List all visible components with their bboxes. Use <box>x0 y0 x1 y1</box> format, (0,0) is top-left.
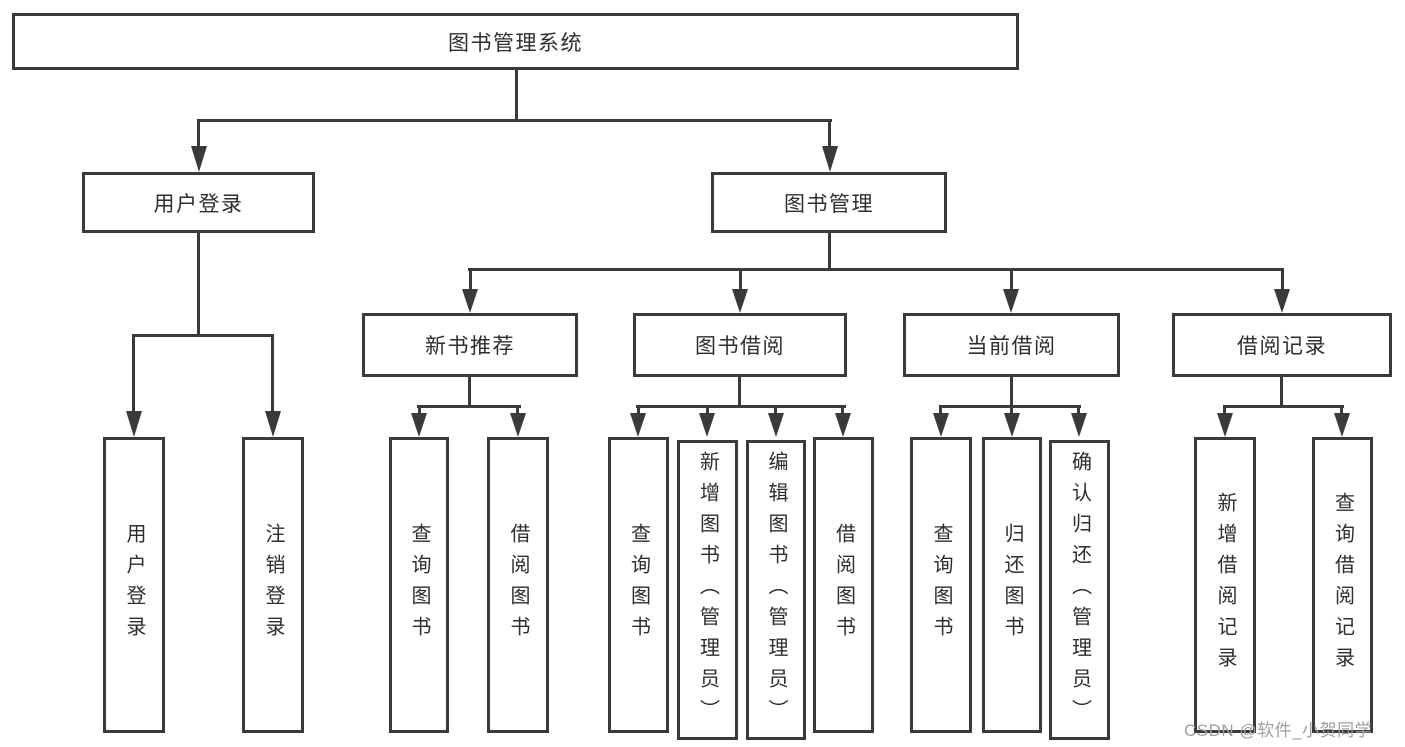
connector-borrow-record-drop-2 <box>1340 405 1343 414</box>
node-new-book-recommend-label: 新书推荐 <box>425 335 515 358</box>
arrowhead-leaf-user-login <box>126 411 142 437</box>
connector-new-book-stem <box>468 377 471 408</box>
leaf-logout: 注销登录 <box>242 437 304 733</box>
connector-current-borrow-drop-3 <box>1077 405 1080 414</box>
leaf-user-login-label: 用户登录 <box>123 523 145 647</box>
connector-book-borrow-drop-2 <box>706 405 709 414</box>
leaf-borrow-books-borrowing-label: 借阅图书 <box>832 523 855 647</box>
leaf-edit-book-admin: 编辑图书（管理员） <box>746 440 806 740</box>
leaf-query-books-new-book-label: 查询图书 <box>408 523 430 647</box>
arrowhead-add-book-admin <box>699 413 715 437</box>
arrowhead-query-books-new-book <box>411 413 427 437</box>
connector-root-stem <box>515 70 518 120</box>
connector-book-mgmt-bar <box>468 268 1284 271</box>
connector-borrow-record-stem <box>1280 377 1283 408</box>
leaf-confirm-return-admin-label: 确认归还（管理员） <box>1068 450 1091 730</box>
connector-book-borrow-bar <box>636 405 846 408</box>
leaf-logout-label: 注销登录 <box>262 523 284 647</box>
connector-user-login-bar <box>132 334 274 337</box>
leaf-return-book: 归还图书 <box>982 437 1042 733</box>
arrowhead-return-book <box>1004 413 1020 437</box>
arrowhead-query-books-borrowing <box>630 413 646 437</box>
node-current-borrowing-label: 当前借阅 <box>966 335 1057 358</box>
node-book-borrowing-label: 图书借阅 <box>695 335 785 358</box>
connector-new-book-bar <box>417 405 521 408</box>
leaf-query-books-current-label: 查询图书 <box>930 523 952 647</box>
connector-new-book-drop-1 <box>418 405 421 414</box>
arrowhead-query-borrow-record <box>1334 413 1350 437</box>
leaf-query-books-current: 查询图书 <box>910 437 972 733</box>
leaf-query-books-borrowing: 查询图书 <box>608 437 669 733</box>
leaf-query-borrow-record-label: 查询借阅记录 <box>1331 492 1354 678</box>
arrowhead-book-management <box>822 146 838 172</box>
arrowhead-borrow-books-new-book <box>510 413 526 437</box>
arrowhead-add-borrow-record <box>1217 413 1233 437</box>
leaf-query-books-new-book: 查询图书 <box>389 437 449 733</box>
arrowhead-book-borrowing <box>732 289 748 313</box>
connector-root-bar <box>197 119 832 122</box>
arrowhead-borrow-books-borrowing <box>835 413 851 437</box>
connector-user-login-drop-2 <box>271 334 274 411</box>
connector-current-borrow-drop-1 <box>939 405 942 414</box>
connector-current-borrow-drop-2 <box>1010 405 1013 414</box>
connector-book-mgmt-drop-3 <box>1010 268 1013 289</box>
node-new-book-recommend: 新书推荐 <box>362 313 578 377</box>
arrowhead-borrowing-records <box>1274 289 1290 313</box>
connector-book-mgmt-drop-1 <box>469 268 472 289</box>
node-book-management-label: 图书管理 <box>784 192 874 216</box>
connector-user-login-stem <box>197 233 200 336</box>
connector-root-drop-left <box>197 119 200 146</box>
connector-book-borrow-stem <box>738 377 741 408</box>
connector-borrow-record-bar <box>1223 405 1344 408</box>
connector-borrow-record-drop-1 <box>1223 405 1226 414</box>
leaf-query-books-borrowing-label: 查询图书 <box>627 523 650 647</box>
leaf-query-borrow-record: 查询借阅记录 <box>1312 437 1373 733</box>
leaf-user-login: 用户登录 <box>103 437 165 733</box>
node-user-login-label: 用户登录 <box>153 192 244 216</box>
node-borrowing-records: 借阅记录 <box>1172 313 1392 377</box>
node-root-label: 图书管理系统 <box>448 31 583 55</box>
connector-book-mgmt-stem <box>828 233 831 271</box>
arrowhead-user-login <box>191 146 207 172</box>
arrowhead-edit-book-admin <box>768 413 784 437</box>
connector-book-mgmt-drop-4 <box>1281 268 1284 289</box>
arrowhead-leaf-logout <box>265 411 281 437</box>
connector-book-borrow-drop-3 <box>774 405 777 414</box>
connector-new-book-drop-2 <box>516 405 519 414</box>
node-book-management: 图书管理 <box>711 172 947 233</box>
node-current-borrowing: 当前借阅 <box>903 313 1120 377</box>
arrowhead-confirm-return-admin <box>1071 413 1087 437</box>
connector-user-login-drop-1 <box>132 334 135 411</box>
leaf-edit-book-admin-label: 编辑图书（管理员） <box>765 450 787 730</box>
node-root: 图书管理系统 <box>12 13 1019 70</box>
leaf-borrow-books-new-book-label: 借阅图书 <box>507 523 529 647</box>
arrowhead-query-books-current <box>933 413 949 437</box>
arrowhead-new-book-recommend <box>462 289 478 313</box>
leaf-confirm-return-admin: 确认归还（管理员） <box>1049 440 1110 740</box>
node-book-borrowing: 图书借阅 <box>633 313 847 377</box>
node-borrowing-records-label: 借阅记录 <box>1237 335 1327 358</box>
connector-book-borrow-drop-4 <box>841 405 844 414</box>
leaf-return-book-label: 归还图书 <box>1001 523 1023 647</box>
connector-root-drop-right <box>828 119 831 146</box>
leaf-borrow-books-borrowing: 借阅图书 <box>813 437 874 733</box>
leaf-add-borrow-record-label: 新增借阅记录 <box>1214 492 1236 678</box>
connector-current-borrow-stem <box>1010 377 1013 408</box>
connector-book-mgmt-drop-2 <box>739 268 742 289</box>
leaf-borrow-books-new-book: 借阅图书 <box>487 437 549 733</box>
node-user-login: 用户登录 <box>82 172 315 233</box>
connector-book-borrow-drop-1 <box>637 405 640 414</box>
leaf-add-borrow-record: 新增借阅记录 <box>1194 437 1256 733</box>
arrowhead-current-borrowing <box>1003 289 1019 313</box>
csdn-watermark: CSDN @软件_小贺同学 <box>1184 721 1373 740</box>
leaf-add-book-admin: 新增图书（管理员） <box>677 440 738 740</box>
leaf-add-book-admin-label: 新增图书（管理员） <box>696 450 719 730</box>
